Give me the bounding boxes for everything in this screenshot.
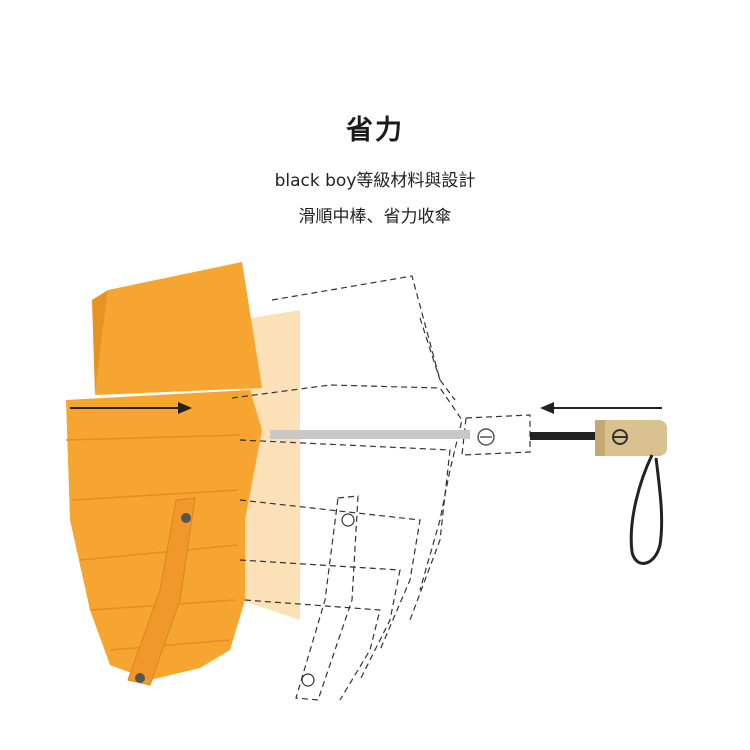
wrist-strap — [629, 454, 664, 565]
feature-line-1: black boy等級材料與設計 — [274, 171, 476, 191]
feature-line-2: 滑順中棒、省力收傘 — [298, 207, 452, 227]
wooden-handle — [595, 420, 667, 456]
push-arrow-icon — [70, 402, 192, 414]
push-arrow-icon — [540, 402, 662, 414]
page-title: 省力 — [346, 115, 404, 146]
folded-canopy — [65, 262, 300, 680]
canopy-strap — [127, 497, 196, 686]
dashed-canopy-outline — [231, 275, 531, 701]
umbrella-shaft — [270, 428, 600, 446]
